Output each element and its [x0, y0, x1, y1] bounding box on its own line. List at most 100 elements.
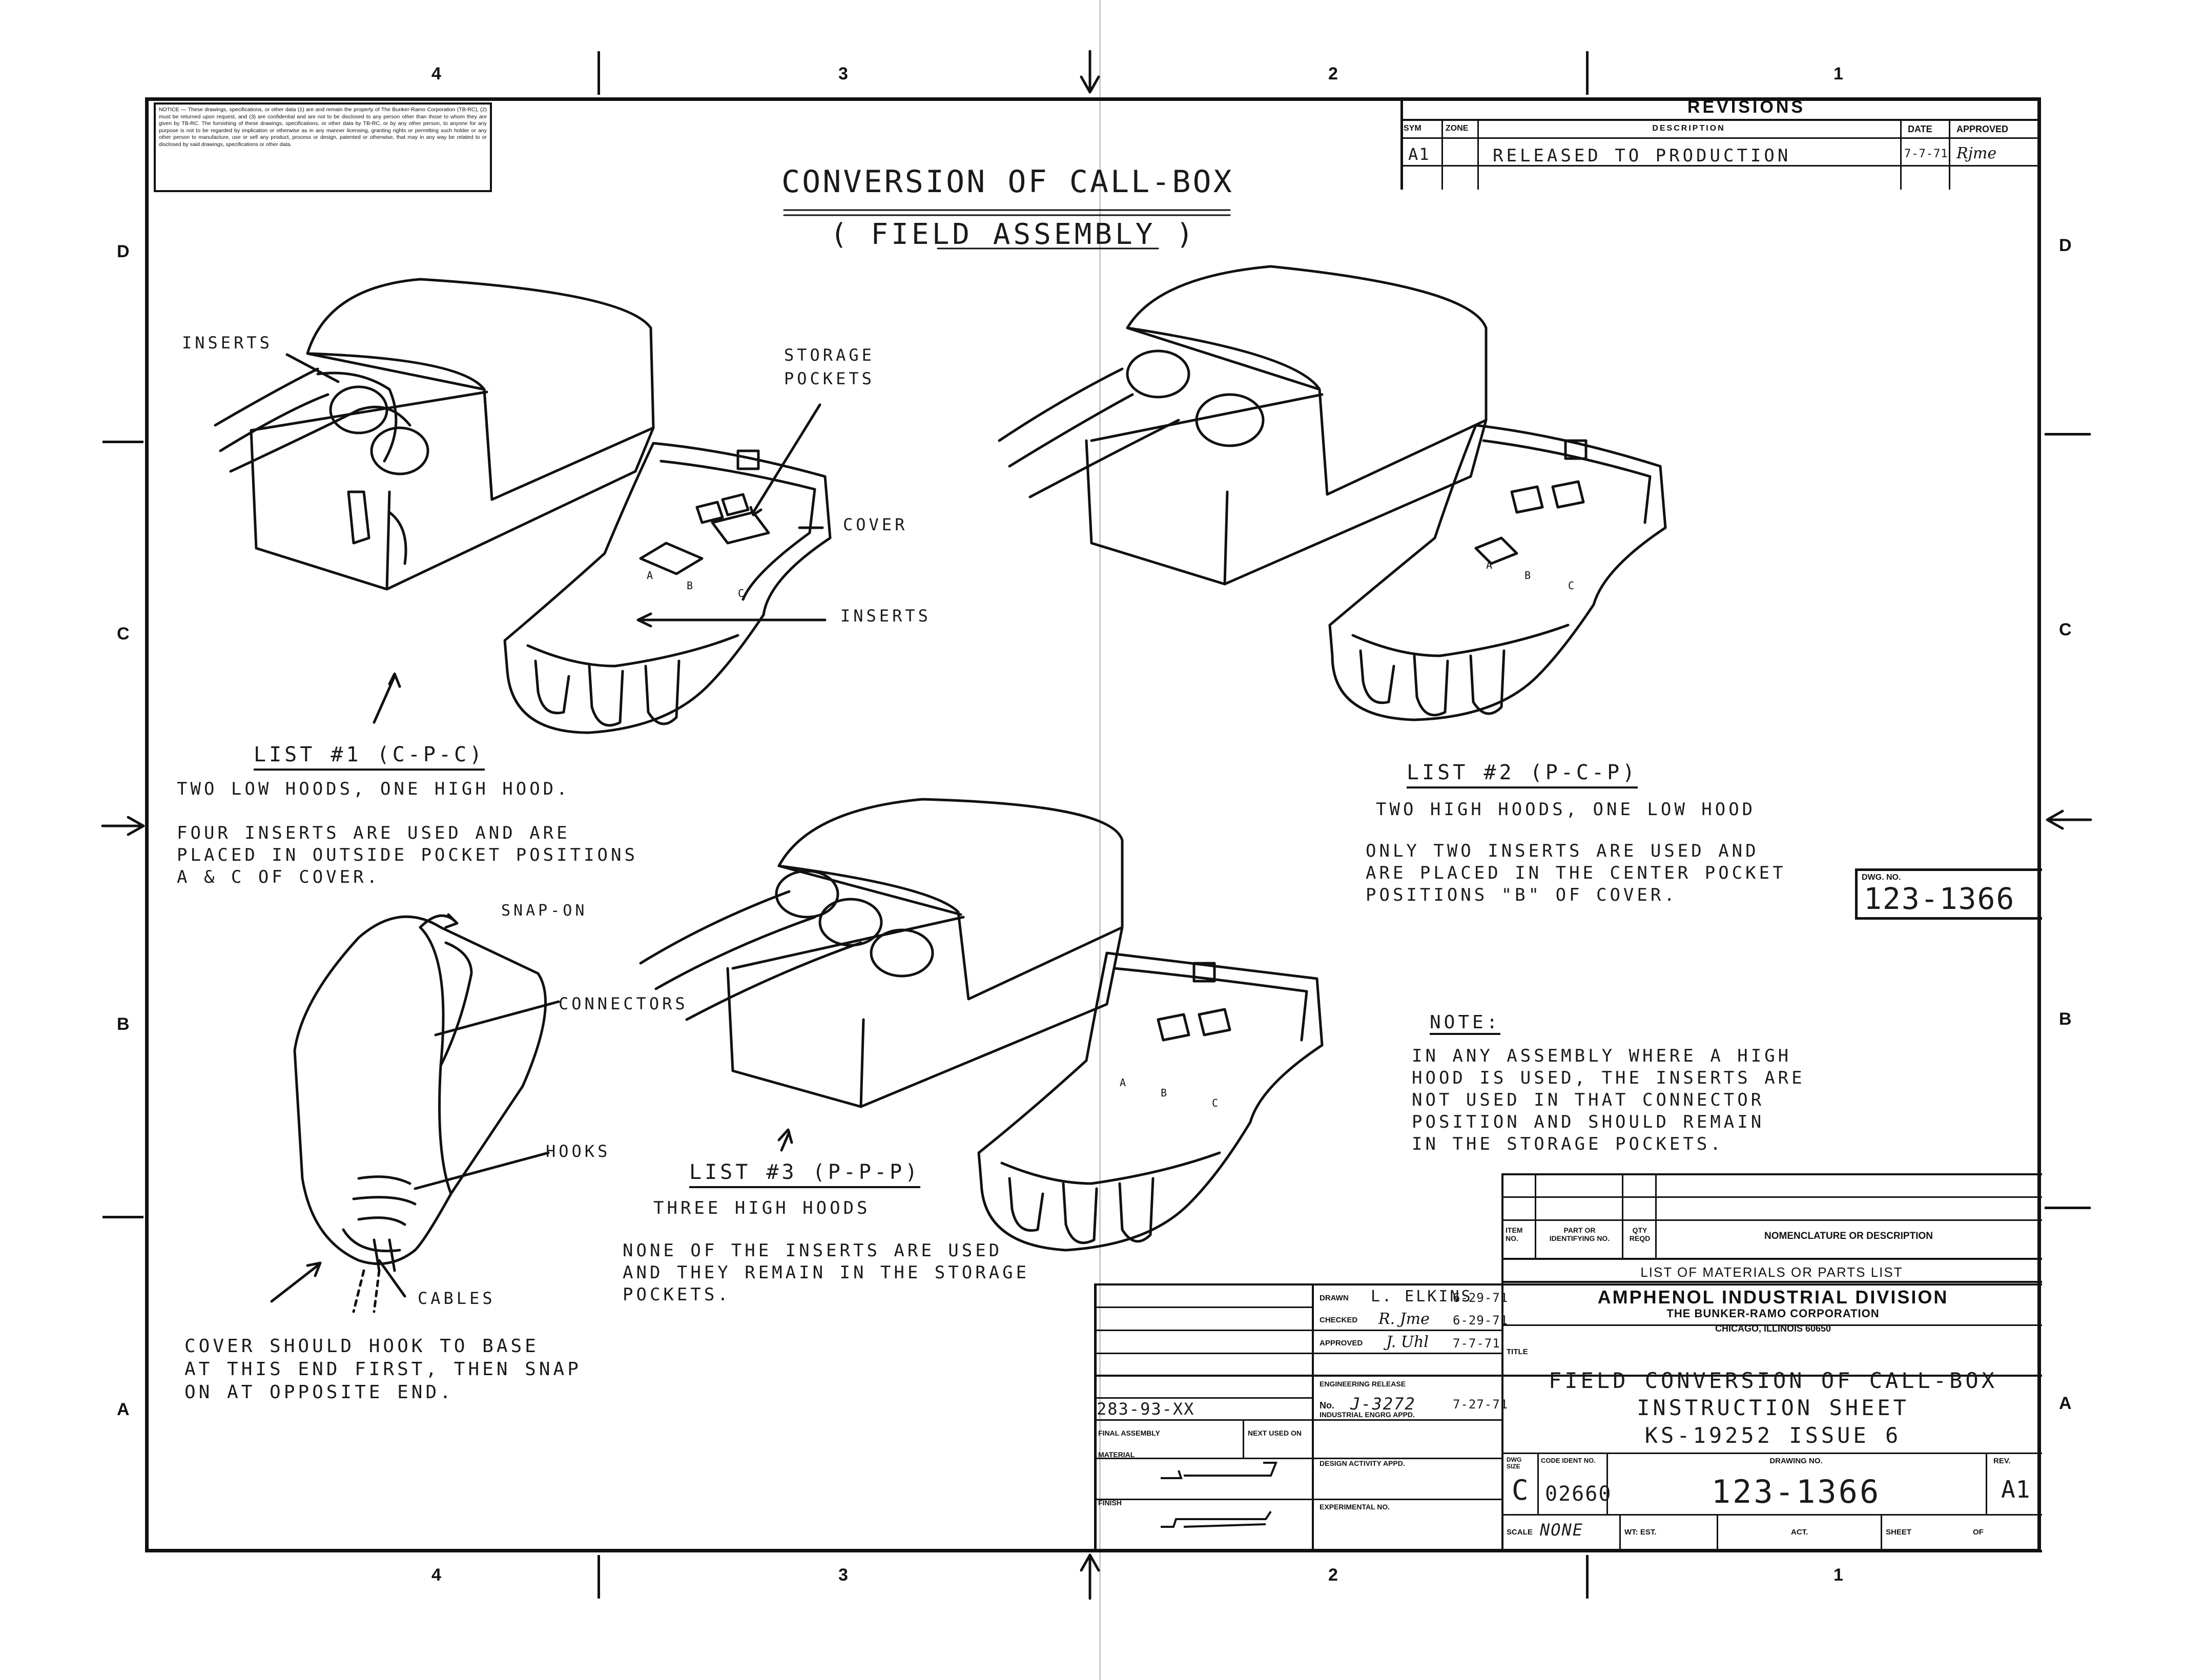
svg-text:B: B — [1524, 569, 1531, 582]
eng-release-no: J-3272 — [1350, 1394, 1416, 1414]
svg-text:B: B — [1161, 1087, 1167, 1099]
dwg-no-label: DWG. NO. — [1862, 873, 1901, 882]
center-arrow-top — [1080, 50, 1100, 94]
cover-instruction: COVER SHOULD HOOK TO BASE AT THIS END FI… — [184, 1336, 582, 1403]
zone-col-2-bottom: 2 — [1328, 1565, 1338, 1585]
cover-list2 — [1328, 424, 1667, 721]
drawn-date: 6-29-71 — [1453, 1291, 1509, 1305]
pocket-c-1: C — [738, 587, 744, 599]
parts-list: ITEM NO. PART OR IDENTIFYING NO. QTY REQ… — [1501, 1173, 2042, 1283]
wt-label: WT: EST. — [1624, 1528, 1657, 1537]
title-label: TITLE — [1507, 1347, 1528, 1356]
rev-value: A1 — [2001, 1476, 2031, 1503]
final-assembly-label: FINAL ASSEMBLY — [1098, 1429, 1160, 1437]
list3-heading: LIST #3 (P-P-P) — [689, 1160, 921, 1188]
title-block: DRAWN L. ELKINS 6-29-71 CHECKED R. Jme 6… — [1094, 1283, 2042, 1552]
title-line1: FIELD CONVERSION OF CALL-BOX — [1548, 1368, 1997, 1393]
rev-col-sym: SYM — [1404, 124, 1421, 133]
rev-row-approved: Rjme — [1956, 144, 1997, 162]
label-storage-pockets: STORAGE POCKETS — [784, 345, 875, 388]
rev-col-date: DATE — [1908, 124, 1932, 134]
rev-row-description: RELEASED TO PRODUCTION — [1493, 146, 1791, 166]
company-city: CHICAGO, ILLINOIS 60650 — [1715, 1323, 1831, 1334]
code-ident: 02660 — [1545, 1482, 1612, 1506]
zone-tick — [597, 1555, 600, 1599]
leader-connectors — [434, 1000, 560, 1036]
housing-list3 — [639, 798, 1124, 1108]
title-line3: KS-19252 ISSUE 6 — [1644, 1423, 1902, 1448]
proprietary-notice: NOTICE — These drawings, specifications,… — [154, 102, 492, 192]
leader-inserts-cover — [636, 612, 827, 628]
leader-inserts — [285, 353, 340, 383]
drawn-label: DRAWN — [1320, 1294, 1349, 1302]
zone-row-d-left: D — [117, 242, 130, 261]
zone-col-3-bottom: 3 — [838, 1565, 848, 1585]
zone-col-2-top: 2 — [1328, 64, 1338, 84]
zone-row-a-left: A — [117, 1400, 130, 1419]
dwg-size-label: DWG SIZE — [1507, 1456, 1522, 1470]
zone-col-4-bottom: 4 — [431, 1565, 441, 1585]
arrow-snap-on — [419, 913, 459, 929]
zone-col-4-top: 4 — [431, 64, 441, 84]
note-heading: NOTE: — [1430, 1012, 1501, 1035]
snap-on-view — [293, 915, 547, 1272]
pocket-a-1: A — [647, 569, 653, 582]
final-assembly-value: 283-93-XX — [1097, 1399, 1195, 1419]
zone-col-3-top: 3 — [838, 64, 848, 84]
cables-dashed — [352, 1269, 381, 1313]
act-label: ACT. — [1791, 1528, 1808, 1537]
list1-line2: FOUR INSERTS ARE USED AND ARE PLACED IN … — [177, 823, 638, 887]
list1-heading: LIST #1 (C-P-C) — [254, 743, 485, 771]
leader-cables — [378, 1259, 406, 1298]
parts-col-nomenclature: NOMENCLATURE OR DESCRIPTION — [1764, 1231, 1933, 1241]
zone-row-c-left: C — [117, 624, 130, 644]
housing-list2 — [998, 265, 1488, 586]
zone-tick — [102, 441, 143, 443]
parts-caption: LIST OF MATERIALS OR PARTS LIST — [1640, 1264, 1903, 1280]
revisions-heading: REVISIONS — [1687, 97, 1806, 117]
list1-line1: TWO LOW HOODS, ONE HIGH HOOD. — [177, 779, 570, 799]
title-line2: INSTRUCTION SHEET — [1637, 1395, 1909, 1420]
drawing-no: 123-1366 — [1711, 1473, 1881, 1510]
code-ident-label: CODE IDENT NO. — [1541, 1457, 1596, 1464]
svg-text:C: C — [1568, 579, 1574, 592]
checked-by: R. Jme — [1378, 1310, 1430, 1328]
drawing-title: CONVERSION OF CALL-BOX — [781, 164, 1234, 200]
scale-label: SCALE — [1507, 1528, 1533, 1537]
cover-list1 — [503, 442, 832, 734]
label-cover: COVER — [843, 515, 908, 534]
note-text: IN ANY ASSEMBLY WHERE A HIGH HOOD IS USE… — [1412, 1046, 1805, 1154]
drawn-by: L. ELKINS — [1371, 1288, 1473, 1305]
zone-col-1-bottom: 1 — [1833, 1565, 1843, 1585]
zone-tick — [102, 1216, 143, 1218]
zone-col-1-top: 1 — [1833, 64, 1843, 84]
zone-tick — [1586, 51, 1589, 95]
svg-text:A: A — [1120, 1076, 1126, 1089]
dwg-no-box: DWG. NO. 123-1366 — [1855, 868, 2042, 920]
material-label: MATERIAL — [1098, 1450, 1135, 1459]
zone-tick — [1586, 1555, 1589, 1599]
rev-label: REV. — [1993, 1457, 2011, 1465]
zone-tick — [2045, 433, 2091, 435]
approved-label: APPROVED — [1320, 1339, 1363, 1347]
leader-storage-pockets — [749, 403, 821, 516]
list3-line2: NONE OF THE INSERTS ARE USED AND THEY RE… — [623, 1240, 1030, 1305]
checked-label: CHECKED — [1320, 1316, 1358, 1324]
dwg-size: C — [1512, 1474, 1529, 1506]
cover-list3 — [977, 951, 1324, 1252]
rev-row-sym: A1 — [1408, 144, 1430, 164]
rev-col-approved: APPROVED — [1956, 124, 2009, 134]
zone-row-b-right: B — [2059, 1009, 2072, 1029]
checked-date: 6-29-71 — [1453, 1313, 1509, 1328]
next-used-on-label: NEXT USED ON — [1248, 1429, 1302, 1437]
label-snap-on: SNAP-ON — [501, 902, 588, 920]
label-inserts-top: INSERTS — [182, 333, 273, 352]
design-activity-label: DESIGN ACTIVITY APPD. — [1320, 1459, 1405, 1467]
zone-row-d-right: D — [2059, 236, 2072, 255]
eng-release-label: ENGINEERING RELEASE — [1320, 1380, 1406, 1388]
list2-line2: ONLY TWO INSERTS ARE USED AND ARE PLACED… — [1366, 841, 1786, 905]
svg-text:A: A — [1486, 559, 1492, 571]
svg-text:C: C — [1212, 1097, 1218, 1109]
of-label: OF — [1973, 1528, 1984, 1537]
